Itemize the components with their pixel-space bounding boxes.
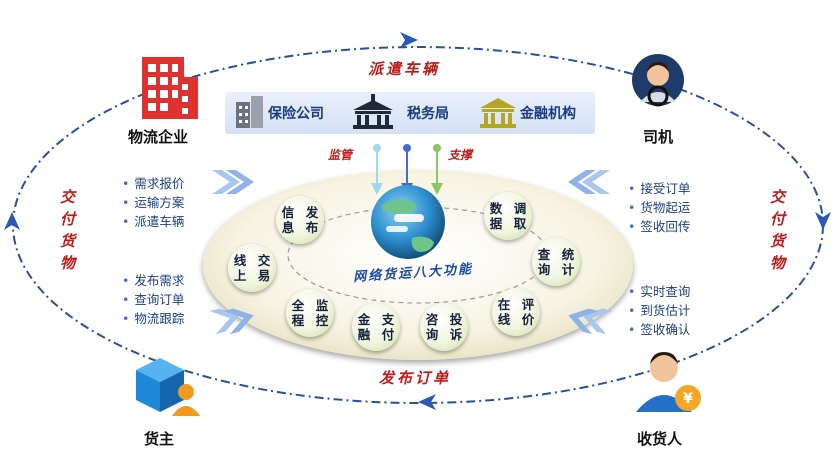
- chevron-arrows-left-bottom: [209, 308, 254, 335]
- list-consignee: 实时查询 到货估计 签收确认: [628, 282, 690, 339]
- connector-label-support: 支撑: [448, 148, 473, 162]
- connector-label-supervise: 监管: [328, 148, 353, 162]
- function-finance-pay: 金融支付: [352, 303, 400, 351]
- building-icon: [142, 57, 198, 119]
- cargo-box-person-icon: [136, 358, 200, 416]
- list-shipper: 发布需求 查询订单 物流跟踪: [122, 271, 184, 328]
- role-label-consignee: 收货人: [637, 430, 683, 448]
- role-label-logistics: 物流企业: [128, 128, 189, 146]
- cycle-arrow-top: [400, 32, 418, 48]
- flow-label-right: 交付货物: [770, 188, 786, 272]
- bank-icon: [480, 98, 516, 128]
- list-item: 到货估计: [628, 301, 690, 320]
- function-query-stats: 查询统计: [532, 238, 580, 286]
- agency-finance: 金融机构: [520, 106, 576, 122]
- flow-label-left: 交付货物: [60, 188, 76, 272]
- list-item: 运输方案: [122, 193, 184, 212]
- list-item: 需求报价: [122, 174, 184, 193]
- list-item: 签收回传: [628, 217, 690, 236]
- globe-icon: [371, 185, 445, 259]
- list-item: 货物起运: [628, 198, 690, 217]
- function-online-trade: 线上交易: [228, 244, 276, 292]
- cycle-arrow-right: [815, 212, 831, 230]
- chevron-arrows-left-top: [212, 170, 254, 194]
- list-item: 物流跟踪: [122, 309, 184, 328]
- cycle-arrow-bottom: [418, 394, 436, 410]
- driver-icon: [632, 54, 684, 107]
- list-item: 签收确认: [628, 320, 690, 339]
- role-label-shipper: 货主: [144, 430, 175, 448]
- government-building-icon: [353, 94, 393, 129]
- list-item: 查询订单: [122, 290, 184, 309]
- function-info-publish: 信息发布: [276, 196, 324, 244]
- flow-label-bottom: 发布订单: [379, 369, 452, 387]
- list-logistics: 需求报价 运输方案 派遣车辆: [122, 174, 184, 231]
- chevron-arrows-right-bottom: [568, 308, 613, 335]
- role-label-driver: 司机: [643, 128, 674, 146]
- flow-label-top: 派遣车辆: [368, 60, 441, 78]
- function-online-review: 在线评价: [492, 288, 540, 336]
- chevron-arrows-right-top: [568, 170, 610, 194]
- list-item: 发布需求: [122, 271, 184, 290]
- function-data-retrieve: 数据调取: [484, 192, 532, 240]
- list-item: 派遣车辆: [122, 212, 184, 231]
- office-building-icon: [236, 96, 263, 128]
- svg-text:¥: ¥: [683, 391, 693, 407]
- list-driver: 接受订单 货物起运 签收回传: [628, 179, 690, 236]
- list-item: 实时查询: [628, 282, 690, 301]
- agency-tax: 税务局: [407, 106, 449, 122]
- person-yuan-icon: ¥: [636, 352, 701, 412]
- cycle-arrow-left: [4, 212, 20, 230]
- function-full-monitor: 全程监控: [286, 289, 334, 337]
- list-item: 接受订单: [628, 179, 690, 198]
- function-consult-complain: 咨询投诉: [420, 303, 468, 351]
- agency-insurance: 保险公司: [268, 106, 324, 122]
